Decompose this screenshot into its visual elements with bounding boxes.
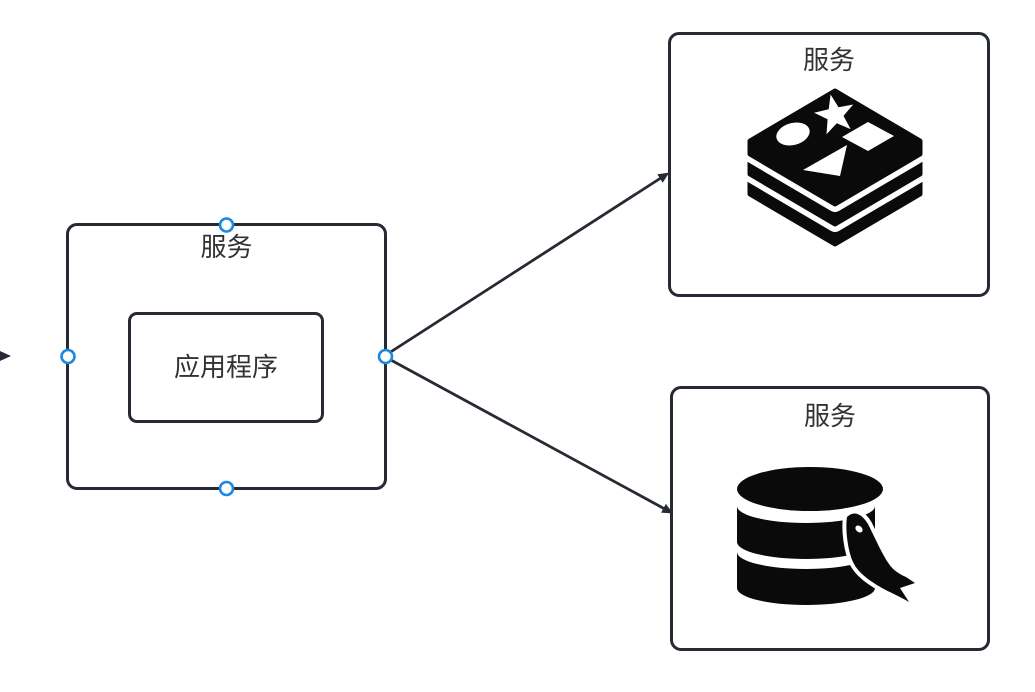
application-box[interactable]: 应用程序: [128, 312, 324, 423]
cache-service-box[interactable]: 服务: [668, 32, 990, 297]
database-service-box[interactable]: 服务: [670, 386, 990, 651]
edge-service-to-cache[interactable]: [388, 172, 670, 355]
cache-service-label: 服务: [802, 45, 855, 75]
connection-handle-bottom[interactable]: [218, 480, 235, 497]
application-box-label: 应用程序: [173, 352, 278, 383]
mysql-database-icon: [735, 464, 925, 621]
redis-cache-icon: [742, 83, 928, 256]
service-box-label: 服务: [200, 232, 253, 262]
connection-handle-left[interactable]: [60, 348, 76, 365]
connection-handle-top[interactable]: [218, 217, 235, 233]
connection-handle-right[interactable]: [377, 348, 394, 365]
database-service-label: 服务: [803, 401, 856, 431]
edge-service-to-database[interactable]: [388, 357, 674, 514]
